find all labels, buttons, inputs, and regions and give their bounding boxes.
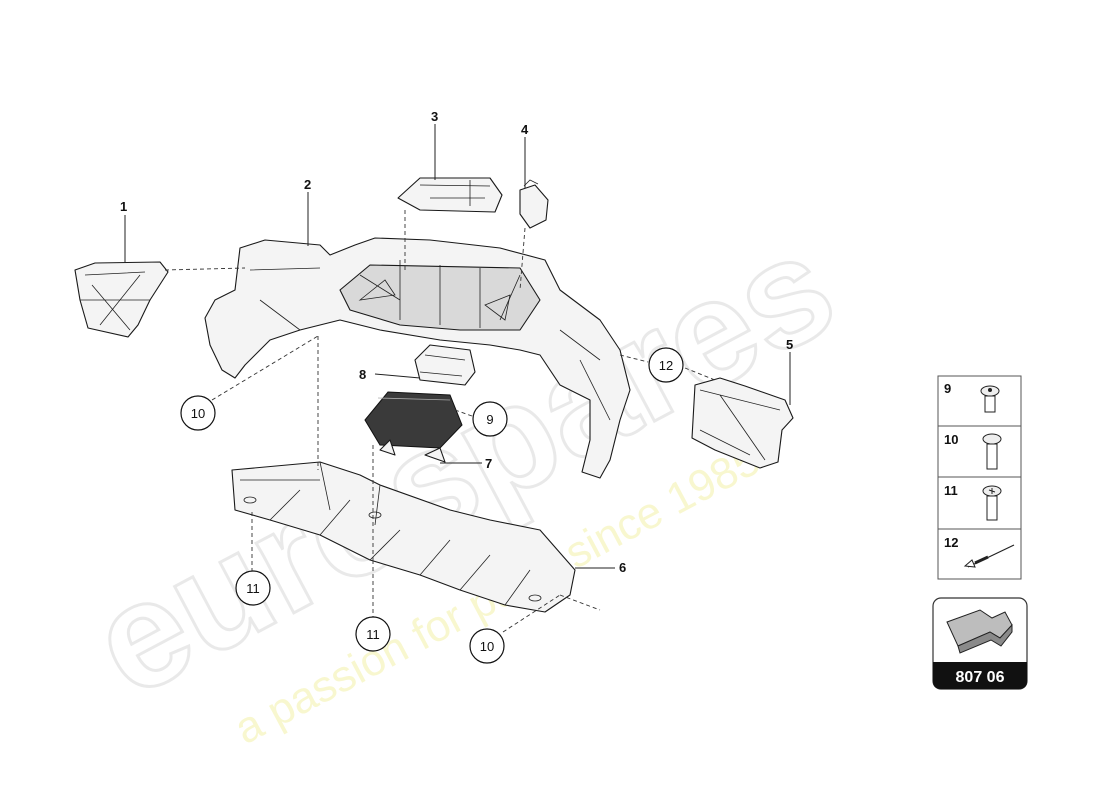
- callout-10-lower: 10: [480, 639, 494, 654]
- callout-4: 4: [521, 122, 529, 137]
- callout-7: 7: [485, 456, 492, 471]
- part-4-bracket[interactable]: [519, 179, 549, 229]
- callout-2: 2: [304, 177, 311, 192]
- callout-9: 9: [486, 412, 493, 427]
- circled-callout-12: 12: [648, 347, 684, 383]
- part-1-left-air-duct[interactable]: [74, 261, 169, 338]
- callout-labels: 1 2 3 4 5 6 7 8: [120, 109, 793, 575]
- screw-torx-head-icon: [982, 485, 1002, 521]
- page-reference-code: 807 06: [956, 669, 1005, 686]
- callout-5: 5: [786, 337, 793, 352]
- leader-lines: [124, 124, 791, 633]
- callout-8: 8: [359, 367, 366, 382]
- callout-10-upper: 10: [191, 406, 205, 421]
- callout-11-left: 11: [246, 581, 260, 596]
- circled-callout-11-center: 11: [355, 616, 391, 652]
- direction-arrow-icon: [946, 609, 1013, 654]
- circled-callout-11-left: 11: [235, 570, 271, 606]
- callout-6: 6: [619, 560, 626, 575]
- callout-11-center: 11: [366, 627, 380, 642]
- legend-number-9: 9: [944, 381, 951, 396]
- callout-12: 12: [659, 358, 673, 373]
- screw-long-head-icon: [982, 433, 1002, 470]
- screw-button-head-icon: [980, 385, 1000, 413]
- callout-1: 1: [120, 199, 127, 214]
- part-5-right-air-duct[interactable]: [691, 377, 794, 469]
- legend-number-11: 11: [944, 483, 958, 498]
- part-7-control-unit[interactable]: [364, 391, 463, 463]
- legend-row-10[interactable]: 10: [944, 432, 1002, 470]
- page-reference[interactable]: 807 06: [932, 597, 1028, 690]
- legend-number-12: 12: [944, 535, 958, 550]
- circled-callout-10-lower: 10: [469, 628, 505, 664]
- legend-row-11[interactable]: 11: [944, 483, 1002, 521]
- part-6-rear-diffuser[interactable]: [231, 461, 576, 613]
- circled-callout-9: 9: [472, 401, 508, 437]
- part-2-bumper-support[interactable]: [204, 237, 631, 479]
- legend-number-10: 10: [944, 432, 958, 447]
- part-8-gasket-plate[interactable]: [414, 344, 476, 386]
- legend-row-12[interactable]: 12: [944, 535, 1015, 568]
- rivet-icon: [963, 544, 1015, 568]
- legend-row-9[interactable]: 9: [944, 381, 1000, 413]
- circled-callout-10-upper: 10: [180, 395, 216, 431]
- fastener-legend: 9 10 11 12: [937, 375, 1022, 580]
- part-3-cover-plate[interactable]: [397, 177, 503, 213]
- callout-3: 3: [431, 109, 438, 124]
